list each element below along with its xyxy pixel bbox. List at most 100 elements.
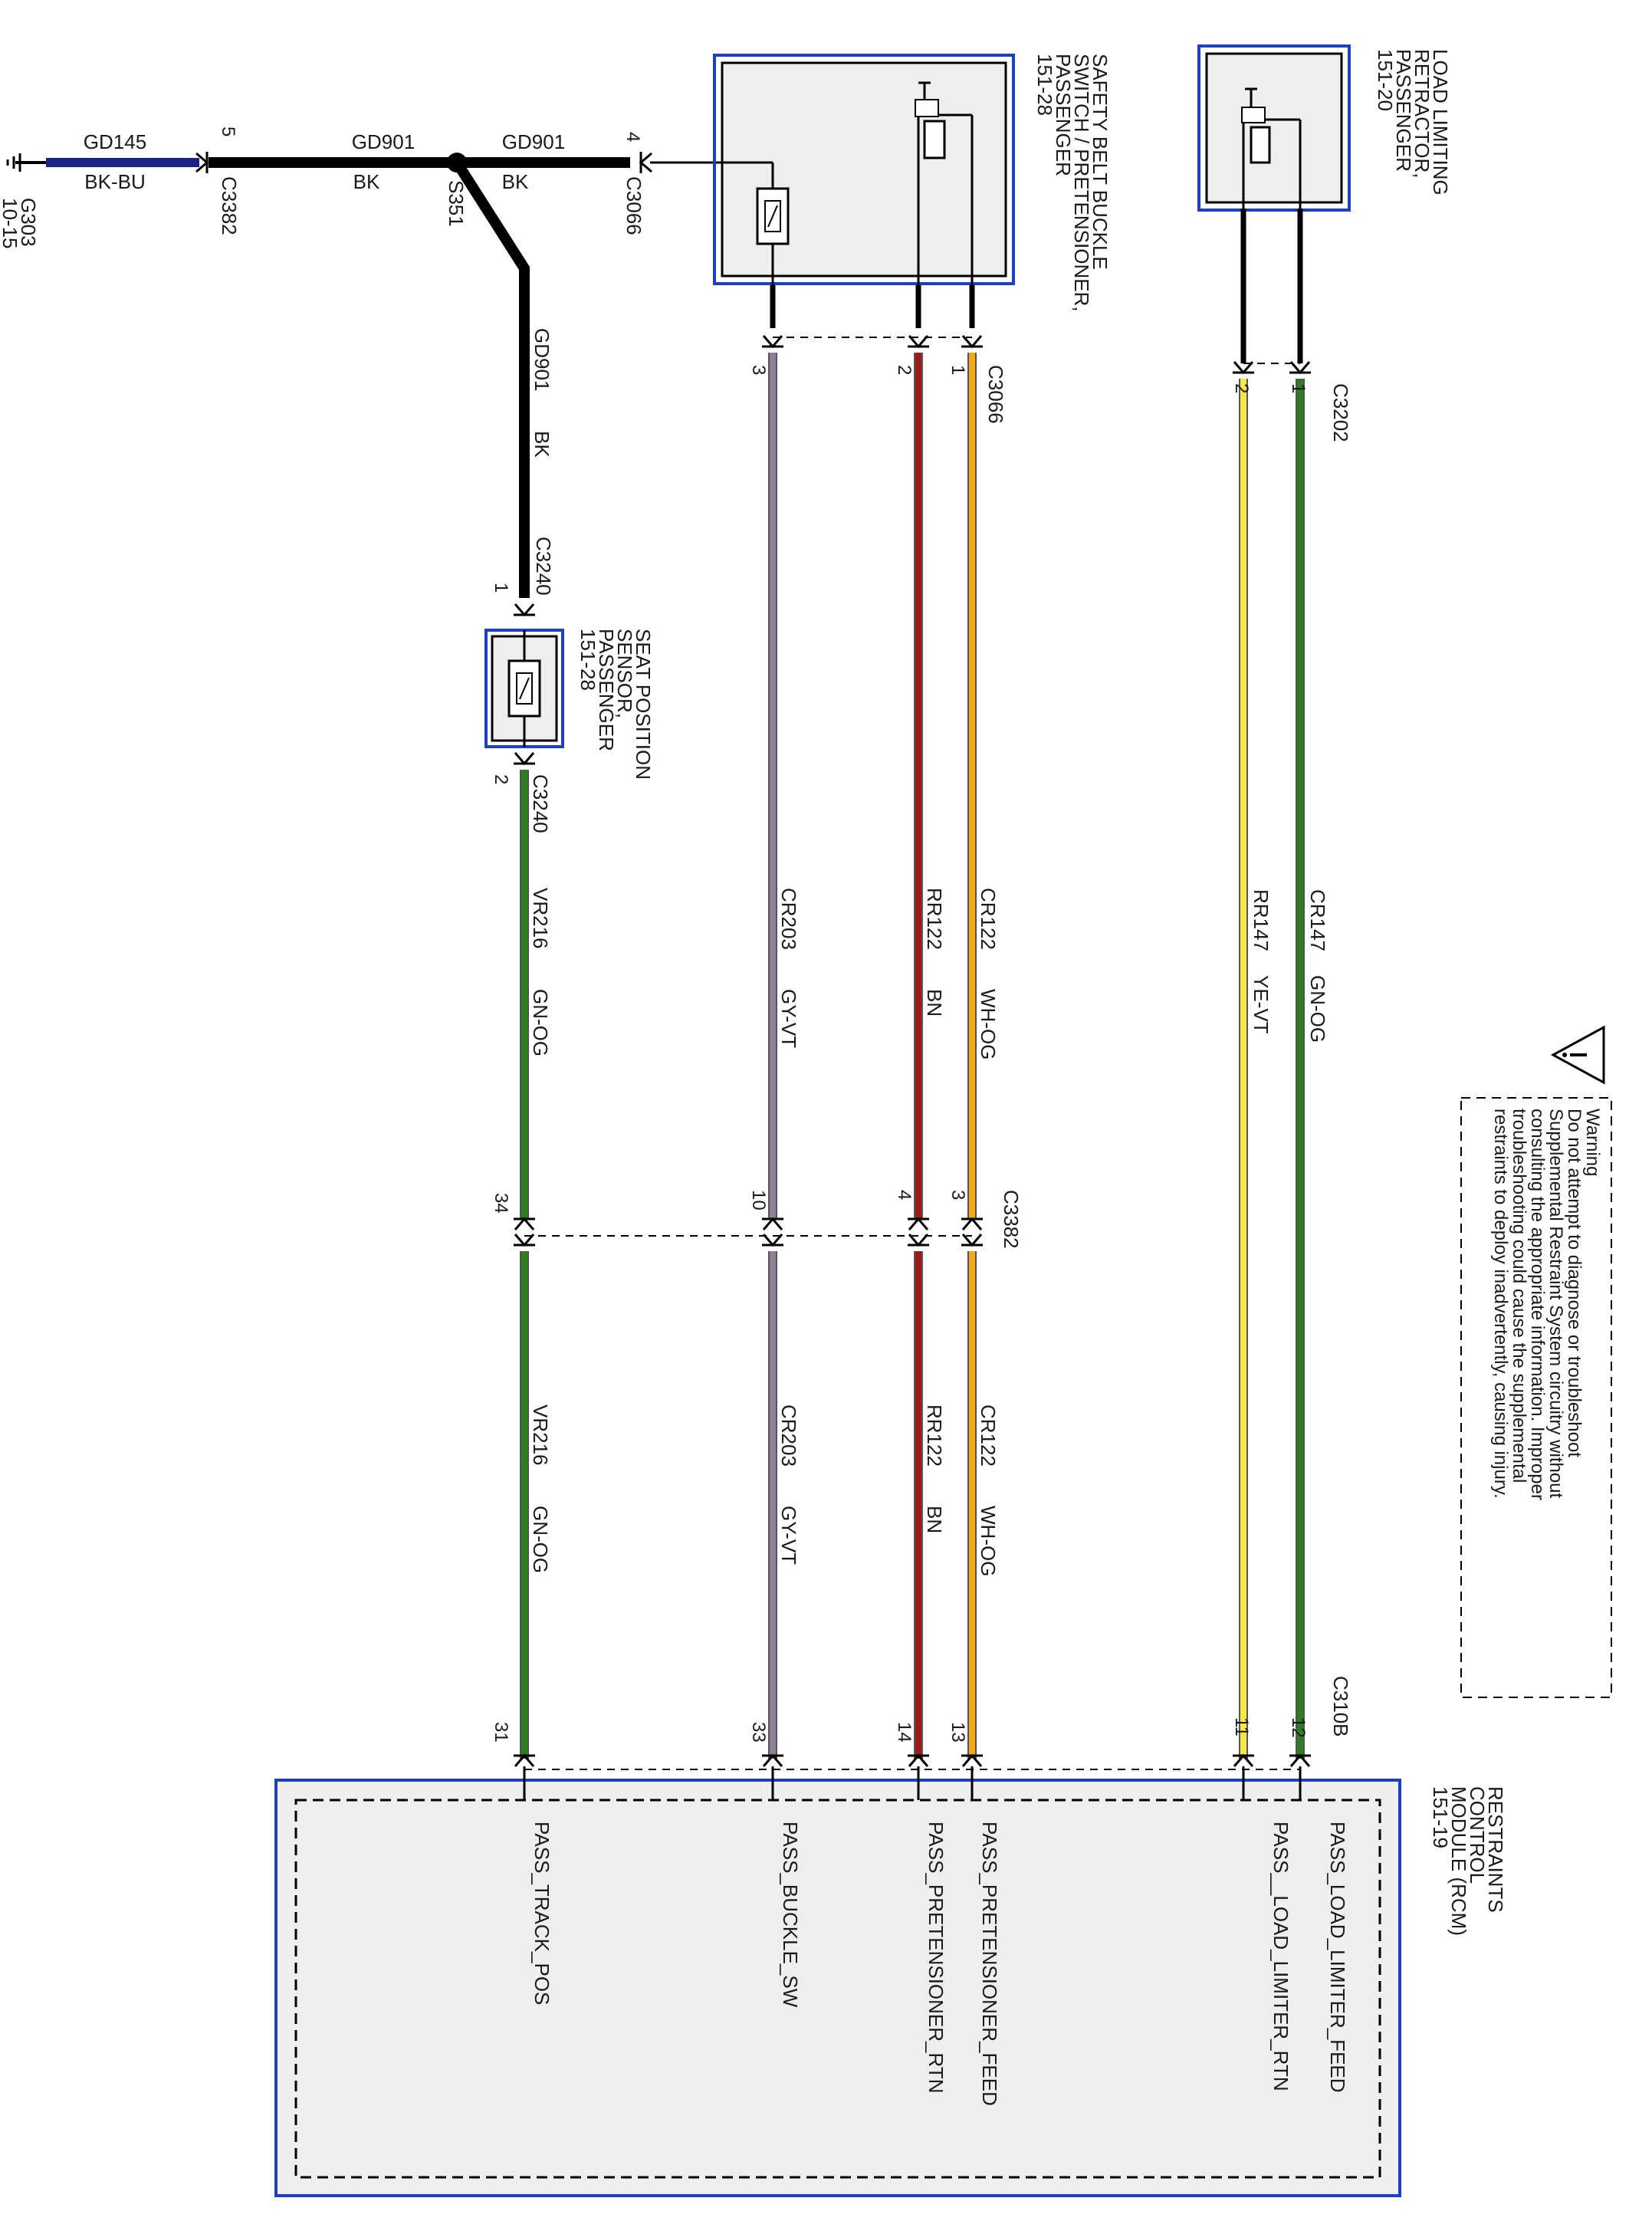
ground-ref: 10-15 — [0, 198, 21, 249]
c310b-arrow-13 — [960, 1754, 984, 1768]
rcm-signal-11: PASS__LOAD_LIMITER_RTN — [1269, 1822, 1292, 2091]
c3240-bottom-arrow — [512, 751, 537, 765]
rcm-label-1: RESTRAINTS — [1484, 1786, 1507, 1913]
c3382-arrow-up-3 — [960, 1217, 984, 1231]
c3382-pin-34: 34 — [491, 1193, 511, 1214]
c3382-top-pin: 5 — [218, 126, 238, 136]
wire-circuit-cr147: CR147 — [1306, 889, 1329, 951]
wire-color-a-cr203: GY-VT — [777, 989, 800, 1048]
rcm-signal-33: PASS_BUCKLE_SW — [779, 1822, 802, 2008]
c310b-arrow-31 — [512, 1754, 537, 1768]
rcm-signal-13: PASS_PRETENSIONER_FEED — [978, 1822, 1001, 2106]
c3240-bottom-pin: 2 — [491, 774, 511, 784]
wire-color-a-rr122: BN — [923, 989, 946, 1017]
rcm-module: RESTRAINTS CONTROL MODULE (RCM) 151-19 — [274, 1779, 1507, 2197]
retractor-label-4: 151-20 — [1374, 49, 1397, 111]
wire-color-rr147: YE-VT — [1250, 975, 1273, 1034]
wire-circuit-a-cr122: CR122 — [977, 888, 1000, 950]
retractor-label-2: RETRACTOR, — [1411, 49, 1434, 179]
gd901-down-circuit: GD901 — [530, 328, 553, 391]
gd901-right-color: BK — [502, 170, 529, 193]
rcm-label-2: CONTROL — [1466, 1786, 1489, 1884]
warning-line-4: consulting the appropriate information. … — [1527, 1109, 1548, 1500]
c3240-top-id: C3240 — [532, 537, 555, 596]
c3382-pin-3: 3 — [948, 1190, 968, 1200]
wire-color-cr147: GN-OG — [1306, 975, 1329, 1043]
c3066-pin-2: 2 — [894, 365, 915, 375]
ground-circuit: G303 10-15 GD145 BK-BU 5 C3382 GD901 BK … — [0, 126, 716, 616]
rcm-signal-12: PASS_LOAD_LIMITER_FEED — [1326, 1822, 1349, 2093]
warning-block: Warning Do not attempt to diagnose or tr… — [1460, 1025, 1612, 1698]
pretensioner-squib-icon — [915, 81, 974, 285]
connector-dashes — [524, 337, 1300, 1770]
wire-circuit-b-cr122: CR122 — [977, 1404, 1000, 1467]
c3066-top-pin: 4 — [622, 132, 643, 142]
c3066-top-id: C3066 — [622, 176, 645, 235]
c3240-top-pin: 1 — [491, 583, 511, 593]
rcm-signal-14: PASS_PRETENSIONER_RTN — [925, 1822, 948, 2093]
gd145-color: BK-BU — [84, 170, 145, 193]
rcm-signal-31: PASS_TRACK_POS — [530, 1822, 553, 2005]
gd901-down-color: BK — [530, 431, 553, 458]
c3202-pin-1: 1 — [1288, 383, 1309, 393]
wire-circuit-a-rr122: RR122 — [923, 888, 946, 950]
rcm-label-4: 151-19 — [1429, 1786, 1452, 1848]
seat-sensor-switch-icon — [507, 630, 541, 747]
seat-sensor-component: SEAT POSITION SENSOR, PASSENGER 151-28 — [484, 629, 655, 780]
c3382-arrow-up-4 — [906, 1217, 931, 1231]
c310b-pin-31: 31 — [491, 1722, 511, 1743]
c3066-pin-1: 1 — [948, 365, 968, 375]
wire-circuit-b-cr203: CR203 — [777, 1404, 800, 1467]
c310b-pin-33: 33 — [748, 1722, 769, 1743]
c3382-pin-4: 4 — [894, 1190, 915, 1200]
c3382-id: C3382 — [1000, 1190, 1023, 1249]
c310b-arrow-12 — [1288, 1754, 1312, 1768]
c3202-id: C3202 — [1329, 383, 1352, 442]
c3240-bottom-id: C3240 — [529, 774, 552, 833]
buckle-component: SAFETY BELT BUCKLE SWITCH / PRETENSIONER… — [713, 54, 1112, 312]
wire-color-b-cr122: WH-OG — [977, 1506, 1000, 1576]
warning-line-6: restraints to deploy inadvertently, caus… — [1490, 1109, 1511, 1499]
seat-sensor-label-1: SEAT POSITION — [632, 629, 655, 780]
buckle-label-4: 151-28 — [1033, 54, 1056, 116]
wire-gd901-down — [452, 159, 530, 598]
wire-color-b-cr203: GY-VT — [777, 1506, 800, 1565]
c3382-arrow-up-34 — [512, 1217, 537, 1231]
buckle-switch-icon — [756, 187, 790, 245]
c310b-pin-14: 14 — [894, 1722, 915, 1743]
c310b-id: C310B — [1329, 1676, 1352, 1737]
seat-sensor-label-4: 151-28 — [576, 629, 599, 691]
wire-circuit-a-cr203: CR203 — [777, 888, 800, 950]
warning-triangle-icon — [1550, 1025, 1605, 1085]
retractor-label-1: LOAD LIMITING — [1429, 49, 1452, 195]
seat-sensor-label-3: PASSENGER — [595, 629, 618, 751]
warning-line-3: Supplemental Restraint System circuitry … — [1545, 1109, 1566, 1499]
wire-color-a-vr216: GN-OG — [529, 989, 552, 1056]
c3202-pin-2: 2 — [1231, 383, 1252, 393]
c310b-arrow-33 — [760, 1754, 785, 1768]
c3066-bottom-id: C3066 — [984, 365, 1007, 424]
buckle-label-2: SWITCH / PRETENSIONER, — [1070, 54, 1093, 312]
wire-color-b-vr216: GN-OG — [529, 1506, 552, 1573]
warning-line-2: Do not attempt to diagnose or troublesho… — [1564, 1109, 1585, 1457]
c310b-pin-13: 13 — [948, 1722, 968, 1743]
retractor-squib-icon — [1241, 87, 1302, 209]
c310b-pin-12: 12 — [1288, 1717, 1309, 1738]
c310b-pin-11: 11 — [1231, 1717, 1252, 1736]
wire-circuit-b-vr216: VR216 — [529, 1404, 552, 1466]
buckle-label-1: SAFETY BELT BUCKLE — [1089, 54, 1112, 270]
c3382-pin-10: 10 — [748, 1190, 769, 1211]
gd901-left-circuit: GD901 — [352, 130, 415, 153]
wire-color-a-cr122: WH-OG — [977, 989, 1000, 1060]
c310b-arrow-11 — [1231, 1754, 1256, 1768]
c3066-pin-3: 3 — [748, 365, 769, 375]
c310b-arrow-14 — [906, 1754, 931, 1768]
c3382-top-id: C3382 — [218, 176, 241, 235]
wire-circuit-a-vr216: VR216 — [529, 888, 552, 949]
wire-circuit-b-rr122: RR122 — [923, 1404, 946, 1467]
gd901-left-color: BK — [353, 170, 380, 193]
retractor-label-3: PASSENGER — [1392, 49, 1415, 172]
gd901-right-circuit: GD901 — [502, 130, 565, 153]
wire-color-b-rr122: BN — [923, 1506, 946, 1533]
